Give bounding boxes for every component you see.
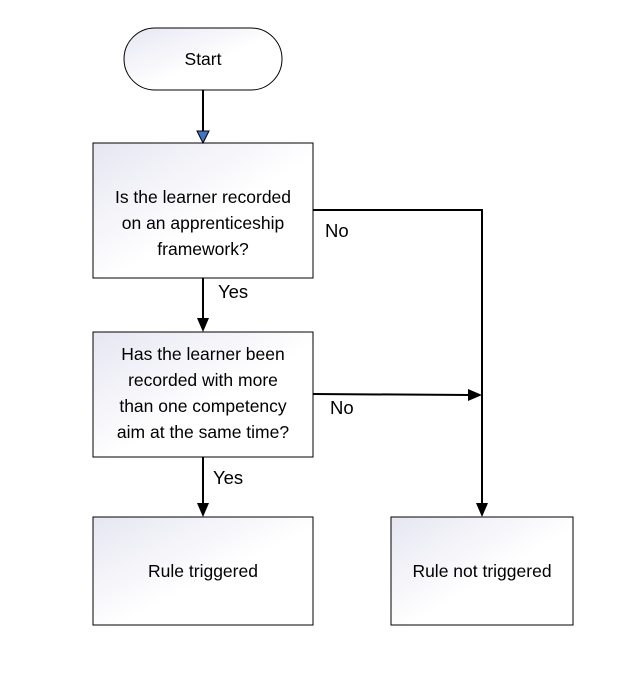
edge-label-q2-no: No [330,397,354,418]
edge-label-q1-no: No [325,220,349,241]
apprenticeship-question-line-1: Is the learner recorded [115,187,291,207]
rule-not-triggered-node: Rule not triggered [390,516,574,626]
edge-q1-yes: Yes [197,278,248,332]
start-label: Start [185,49,222,69]
edge-q1-no: No [313,209,488,517]
competency-question-line-4: aim at the same time? [117,422,289,442]
rule-triggered-box [92,516,314,626]
apprenticeship-question-node: Is the learner recorded on an apprentice… [92,142,314,279]
edge-start-to-q1 [196,90,210,145]
arrowhead-q2-yes [197,503,209,517]
arrowhead-q2-no [468,389,482,401]
apprenticeship-question-box [92,142,314,279]
edge-label-q1-yes: Yes [218,281,248,302]
arrowhead-start-to-q1 [196,130,210,145]
arrowhead-q1-yes [197,318,209,332]
rule-triggered-label: Rule triggered [148,561,258,581]
apprenticeship-question-line-2: on an apprenticeship [122,213,284,233]
apprenticeship-question-line-3: framework? [157,239,249,259]
rule-triggered-node: Rule triggered [92,516,314,626]
rule-not-triggered-label: Rule not triggered [412,561,551,581]
connector-q2-no [312,393,471,396]
start-node: Start [123,27,283,91]
rule-not-triggered-box [390,516,574,626]
edge-q2-yes: Yes [197,457,243,517]
competency-question-line-2: recorded with more [128,370,278,390]
connector-q1-no [313,209,483,505]
edge-q2-no: No [312,389,482,418]
arrowhead-q1-no [476,503,488,517]
competency-question-line-1: Has the learner been [121,344,284,364]
edge-label-q2-yes: Yes [213,467,243,488]
competency-question-line-3: than one competency [119,396,287,416]
competency-question-node: Has the learner been recorded with more … [92,331,314,458]
